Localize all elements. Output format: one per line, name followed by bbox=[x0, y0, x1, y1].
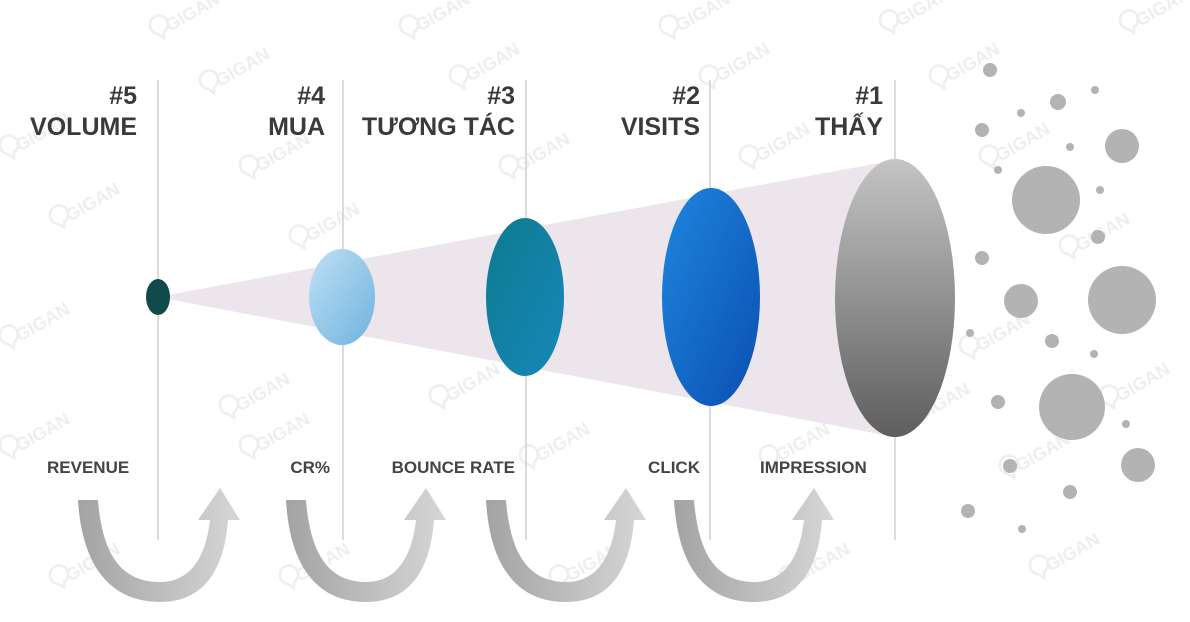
stage-number-5: #5 bbox=[109, 82, 137, 110]
curved-arrow-icon bbox=[78, 488, 240, 602]
stage-name-1: THẤY bbox=[814, 113, 883, 141]
stage-ellipse-1 bbox=[835, 159, 955, 437]
bubble bbox=[1121, 448, 1155, 482]
stage-name-4: MUA bbox=[268, 113, 325, 141]
bubble bbox=[966, 329, 974, 337]
bubble bbox=[1017, 109, 1025, 117]
bubble bbox=[1122, 420, 1130, 428]
bubble bbox=[1004, 284, 1038, 318]
stage-metric-3: BOUNCE RATE bbox=[391, 458, 515, 477]
bubble bbox=[1063, 485, 1077, 499]
bubble bbox=[1096, 186, 1104, 194]
stage-metric-4: CR% bbox=[290, 458, 330, 477]
bubble bbox=[1018, 525, 1026, 533]
bubble bbox=[961, 504, 975, 518]
bubble bbox=[1050, 94, 1066, 110]
bubble bbox=[994, 166, 1002, 174]
bubble bbox=[975, 251, 989, 265]
bubble bbox=[1003, 459, 1017, 473]
stage-ellipse-5 bbox=[146, 279, 170, 315]
curved-arrow-icon bbox=[286, 488, 446, 602]
stage-metric-2: CLICK bbox=[648, 458, 700, 477]
stage-number-2: #2 bbox=[672, 82, 700, 110]
bubble bbox=[991, 395, 1005, 409]
curved-arrow-icon bbox=[486, 488, 646, 602]
stage-number-4: #4 bbox=[297, 82, 325, 110]
bubble bbox=[1012, 166, 1080, 234]
stage-name-5: VOLUME bbox=[30, 113, 137, 141]
bubble bbox=[975, 123, 989, 137]
bubble bbox=[1066, 143, 1074, 151]
stage-name-3: TƯƠNG TÁC bbox=[361, 113, 515, 141]
bubble bbox=[1105, 129, 1139, 163]
stage-name-2: VISITS bbox=[620, 113, 700, 141]
stage-number-3: #3 bbox=[487, 82, 515, 110]
bubble bbox=[1091, 86, 1099, 94]
stage-number-1: #1 bbox=[855, 82, 883, 110]
stage-metric-5: REVENUE bbox=[47, 458, 130, 477]
bubble bbox=[983, 63, 997, 77]
bubble bbox=[1039, 374, 1105, 440]
stage-ellipse-3 bbox=[486, 218, 564, 376]
stage-ellipse-2 bbox=[662, 188, 760, 406]
stage-ellipse-4 bbox=[309, 249, 375, 345]
bubble bbox=[1045, 334, 1059, 348]
bubble bbox=[1090, 350, 1098, 358]
bubble bbox=[1088, 266, 1156, 334]
bubble-cluster bbox=[961, 63, 1156, 533]
stage-metric-1: IMPRESSION bbox=[760, 458, 867, 477]
curved-arrow-icon bbox=[674, 488, 834, 602]
cycle-arrows bbox=[78, 488, 834, 602]
bubble bbox=[1091, 230, 1105, 244]
